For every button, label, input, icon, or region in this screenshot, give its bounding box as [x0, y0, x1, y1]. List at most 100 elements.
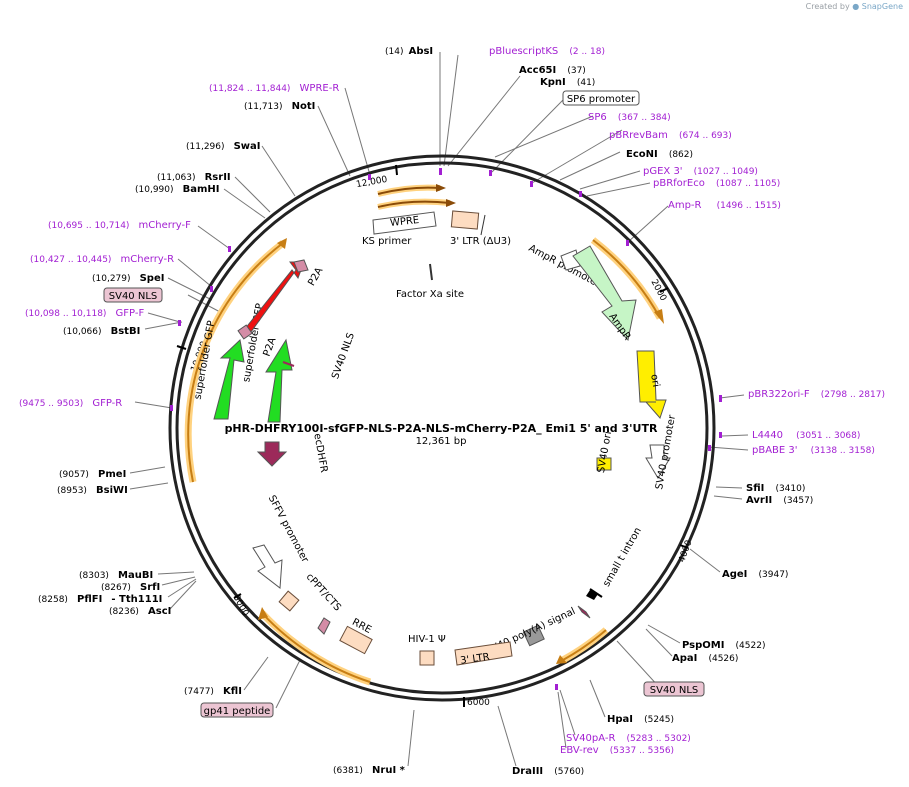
gp41-peptide-box[interactable]	[200, 702, 274, 718]
sp6-promoter-box[interactable]	[562, 90, 640, 106]
primer-pbrrevbam[interactable]: pBRrevBam (674 .. 693)	[609, 123, 732, 142]
site-rsrii[interactable]: (11,063) RsrII	[157, 165, 231, 184]
primer-wpre-r[interactable]: (11,824 .. 11,844) WPRE-R	[209, 76, 339, 95]
backbone-outer-ring	[168, 154, 716, 702]
ltr3-top-feature	[450, 210, 480, 230]
site-avrii[interactable]: AvrII (3457)	[746, 488, 813, 507]
small-t-label: small t intron	[601, 526, 644, 589]
site-srfi[interactable]: (8267) SrfI	[101, 575, 160, 594]
site-labels-left: (6381) NruI * (7477) KflI (8236) AscI (8…	[38, 94, 406, 777]
site-draiii[interactable]: DraIII (5760)	[512, 759, 584, 778]
orf-top1	[377, 186, 441, 195]
sv40-ori-feature	[596, 457, 612, 471]
cppt-feature	[317, 617, 331, 635]
cppt-label: cPPT/CTS	[304, 572, 343, 614]
factor-xa-feature	[429, 263, 433, 281]
credit-brand: SnapGene	[861, 2, 903, 11]
primer-pbrforeco[interactable]: pBRforEco (1087 .. 1105)	[653, 171, 780, 190]
sv40-nls-box-right[interactable]	[643, 681, 705, 697]
site-noti[interactable]: (11,713) NotI	[244, 94, 315, 113]
sfgfp-outer-feature	[213, 339, 245, 420]
orf-bottomleft-arrowhead	[258, 607, 268, 620]
site-acc65i[interactable]: Acc65I (37)	[519, 58, 586, 77]
primer-mcherry-f[interactable]: (10,695 .. 10,714) mCherry-F	[48, 213, 191, 232]
ori-feature	[636, 350, 667, 419]
ecdhfr-feature	[256, 441, 288, 467]
backbone-inner-ring	[175, 161, 709, 695]
orf-top1-arrowhead	[436, 184, 446, 192]
boxed-labels: SP6 promoter SV40 NLS SV40 NLS gp41 pept…	[103, 90, 705, 718]
primer-pbr322ori-f[interactable]: pBR322ori-F (2798 .. 2817)	[748, 382, 885, 401]
site-labels-right: (14) AbsI Acc65I (37) KpnI (41) EcoNI (8…	[385, 39, 813, 778]
sv40-nls-left-label: SV40 NLS	[109, 291, 158, 302]
site-hpai[interactable]: HpaI (5245)	[607, 707, 674, 726]
ltr3-label: 3' LTR	[460, 652, 491, 667]
site-bstbi[interactable]: (10,066) BstBI	[63, 319, 140, 338]
primer-markers	[170, 168, 722, 690]
orf-amp-arrowhead	[654, 309, 664, 324]
sp6-promoter-label: SP6 promoter	[567, 94, 636, 105]
sv40-nls-inner-label: SV40 NLS	[330, 331, 357, 380]
sv40-polya-feature	[522, 624, 545, 647]
primer-gfp-r[interactable]: (9475 .. 9503) GFP-R	[19, 391, 122, 410]
site-pflfi[interactable]: (8258) PflFI - Tth111I	[38, 587, 162, 606]
primer-ebv-rev[interactable]: EBV-rev (5337 .. 5356)	[560, 738, 674, 757]
site-kfli[interactable]: (7477) KflI	[184, 679, 242, 698]
primer-sv40pa-r[interactable]: SV40pA-R (5283 .. 5302)	[566, 726, 691, 745]
plasmid-name: pHR-DHFRY100I-sfGFP-NLS-P2A-NLS-mCherry-…	[225, 422, 658, 435]
tick-marks	[176, 164, 689, 707]
primer-gfp-f[interactable]: (10,098 .. 10,118) GFP-F	[25, 301, 144, 320]
sv40-nls-inner-feature	[282, 361, 295, 367]
primer-amp-r[interactable]: Amp-R (1496 .. 1515)	[668, 193, 781, 212]
sffv-feature	[252, 544, 283, 589]
site-spei[interactable]: (10,279) SpeI	[92, 266, 164, 285]
ltr3-feature	[454, 641, 513, 666]
sv40-nls-box-left[interactable]	[103, 287, 163, 303]
site-econi[interactable]: EcoNI (862)	[626, 142, 693, 161]
ltr3-top-label: 3' LTR (ΔU3)	[450, 236, 511, 247]
sv40-promoter-feature	[645, 444, 671, 479]
tick-6000: 6000	[467, 698, 490, 708]
site-pmei[interactable]: (9057) PmeI	[59, 462, 126, 481]
site-swai[interactable]: (11,296) SwaI	[186, 134, 261, 153]
site-absi[interactable]: (14) AbsI	[385, 39, 433, 58]
primer-l4440[interactable]: L4440 (3051 .. 3068)	[752, 423, 860, 442]
site-maubi[interactable]: (8303) MauBI	[79, 563, 153, 582]
hiv-psi-label: HIV-1 Ψ	[408, 634, 446, 645]
gp41-peptide-label: gp41 peptide	[204, 706, 271, 717]
site-agei[interactable]: AgeI (3947)	[722, 562, 788, 581]
wpre-label: WPRE	[390, 215, 420, 229]
site-kpni[interactable]: KpnI (41)	[540, 70, 595, 89]
orf-amp-arc	[592, 239, 661, 319]
primer-pgex3[interactable]: pGEX 3' (1027 .. 1049)	[643, 159, 758, 178]
snapgene-logo: ● SnapGene	[852, 2, 903, 11]
primer-sp6[interactable]: SP6 (367 .. 384)	[588, 105, 671, 124]
p2a-outer-label: P2A	[306, 266, 325, 288]
primer-pbluescriptks[interactable]: pBluescriptKS (2 .. 18)	[489, 39, 605, 58]
primer-labels: pBluescriptKS (2 .. 18) SP6 (367 .. 384)…	[19, 39, 885, 757]
orf-bottomleft-arc	[261, 612, 371, 683]
site-nrui[interactable]: (6381) NruI *	[333, 758, 406, 777]
sffv-label: SFFV promoter	[266, 494, 311, 566]
site-sfii[interactable]: SfiI (3410)	[746, 476, 805, 495]
sfgfp-inner-feature	[265, 338, 293, 423]
site-bamhi[interactable]: (10,990) BamHI	[135, 177, 220, 196]
primer-pbabe3[interactable]: pBABE 3' (3138 .. 3158)	[752, 438, 875, 457]
cppt-box	[278, 590, 300, 612]
credit-prefix: Created by	[805, 2, 850, 11]
site-apai[interactable]: ApaI (4526)	[672, 646, 738, 665]
small-t-cds	[577, 605, 591, 619]
ks-primer-label: KS primer	[362, 236, 412, 247]
orf-arcs	[184, 184, 664, 686]
orf-left-arrowhead	[277, 238, 287, 249]
primer-mcherry-r[interactable]: (10,427 .. 10,445) mCherry-R	[30, 247, 174, 266]
site-pspomi[interactable]: PspOMI (4522)	[682, 633, 765, 652]
p2a-outer-feature	[293, 259, 309, 273]
site-bsiwi[interactable]: (8953) BsiWI	[57, 478, 128, 497]
sv40-nls-right-label: SV40 NLS	[650, 685, 699, 696]
ecdhfr-label: ecDHFR	[311, 433, 329, 474]
orf-top2	[377, 200, 451, 208]
small-t-mark	[586, 590, 598, 600]
site-asci[interactable]: (8236) AscI	[109, 599, 171, 618]
